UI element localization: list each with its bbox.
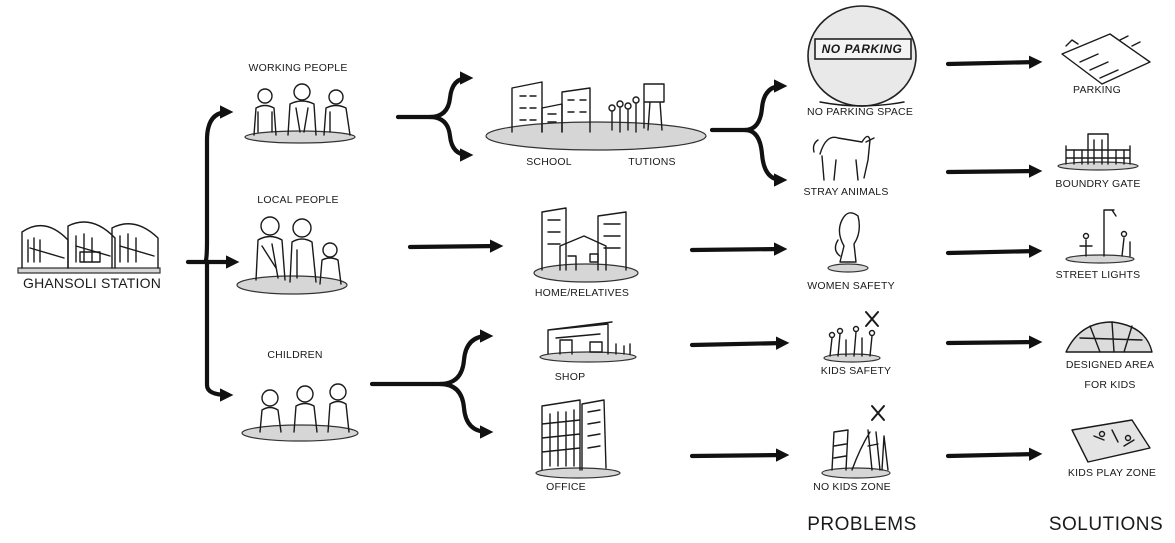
office-arrow bbox=[689, 448, 790, 462]
station-icon bbox=[17, 221, 161, 274]
problem-label-women: WOMEN SAFETY bbox=[807, 280, 895, 292]
play-zone-icon bbox=[1071, 419, 1151, 463]
no-parking-sign-text: NO PARKING bbox=[821, 42, 903, 56]
no-playground-icon bbox=[821, 405, 891, 479]
origin-label: GHANSOLI STATION bbox=[22, 275, 162, 291]
problem-label-parking: NO PARKING SPACE bbox=[806, 106, 914, 118]
parking-lot-icon bbox=[1061, 33, 1151, 85]
working-people-icon bbox=[244, 83, 356, 144]
shop-icon bbox=[539, 321, 637, 363]
solution-label-gate: BOUNDRY GATE bbox=[1055, 178, 1141, 190]
home-icon bbox=[533, 207, 639, 283]
local-arrow bbox=[407, 239, 504, 253]
stray-dog-icon bbox=[812, 135, 875, 181]
street-light-icon bbox=[1065, 209, 1135, 264]
problems-heading: PROBLEMS bbox=[807, 514, 917, 535]
school-fork bbox=[709, 79, 788, 187]
children-fork bbox=[369, 329, 494, 439]
kids-crossed-icon bbox=[823, 311, 881, 363]
tutions-icon bbox=[608, 83, 665, 133]
home-arrow bbox=[689, 242, 788, 256]
solution-arrows bbox=[945, 55, 1043, 461]
solution-label-kids-area-line1: DESIGNED AREA bbox=[1065, 359, 1155, 371]
solution-label-lights: STREET LIGHTS bbox=[1055, 269, 1141, 281]
user-label-children: CHILDREN bbox=[267, 349, 323, 361]
dest-label-tutions: TUTIONS bbox=[628, 156, 676, 168]
working-fork bbox=[395, 71, 474, 162]
solutions-heading: SOLUTIONS bbox=[1048, 514, 1164, 535]
dest-label-shop: SHOP bbox=[554, 371, 586, 383]
user-label-working: WORKING PEOPLE bbox=[248, 62, 348, 74]
dest-label-office: OFFICE bbox=[546, 481, 586, 493]
solution-label-play-zone: KIDS PLAY ZONE bbox=[1067, 467, 1157, 479]
no-parking-sign-icon bbox=[807, 5, 917, 107]
problem-label-animals: STRAY ANIMALS bbox=[803, 186, 889, 198]
dest-label-school: SCHOOL bbox=[526, 156, 572, 168]
gate-icon bbox=[1057, 133, 1139, 171]
user-label-local: LOCAL PEOPLE bbox=[257, 194, 339, 206]
solution-label-parking: PARKING bbox=[1073, 84, 1121, 96]
shop-arrow bbox=[689, 336, 790, 350]
solution-label-kids-area-line2: FOR KIDS bbox=[1084, 379, 1136, 391]
problem-label-kids-safety: KIDS SAFETY bbox=[820, 365, 892, 377]
problem-label-no-kids-zone: NO KIDS ZONE bbox=[813, 481, 891, 493]
station-brace bbox=[185, 105, 240, 402]
office-icon bbox=[535, 399, 621, 479]
dest-label-home: HOME/RELATIVES bbox=[534, 287, 630, 299]
local-people-icon bbox=[236, 216, 348, 295]
woman-icon bbox=[827, 212, 869, 273]
kids-dome-icon bbox=[1065, 321, 1153, 353]
children-icon bbox=[241, 383, 359, 442]
school-icon bbox=[485, 81, 707, 151]
